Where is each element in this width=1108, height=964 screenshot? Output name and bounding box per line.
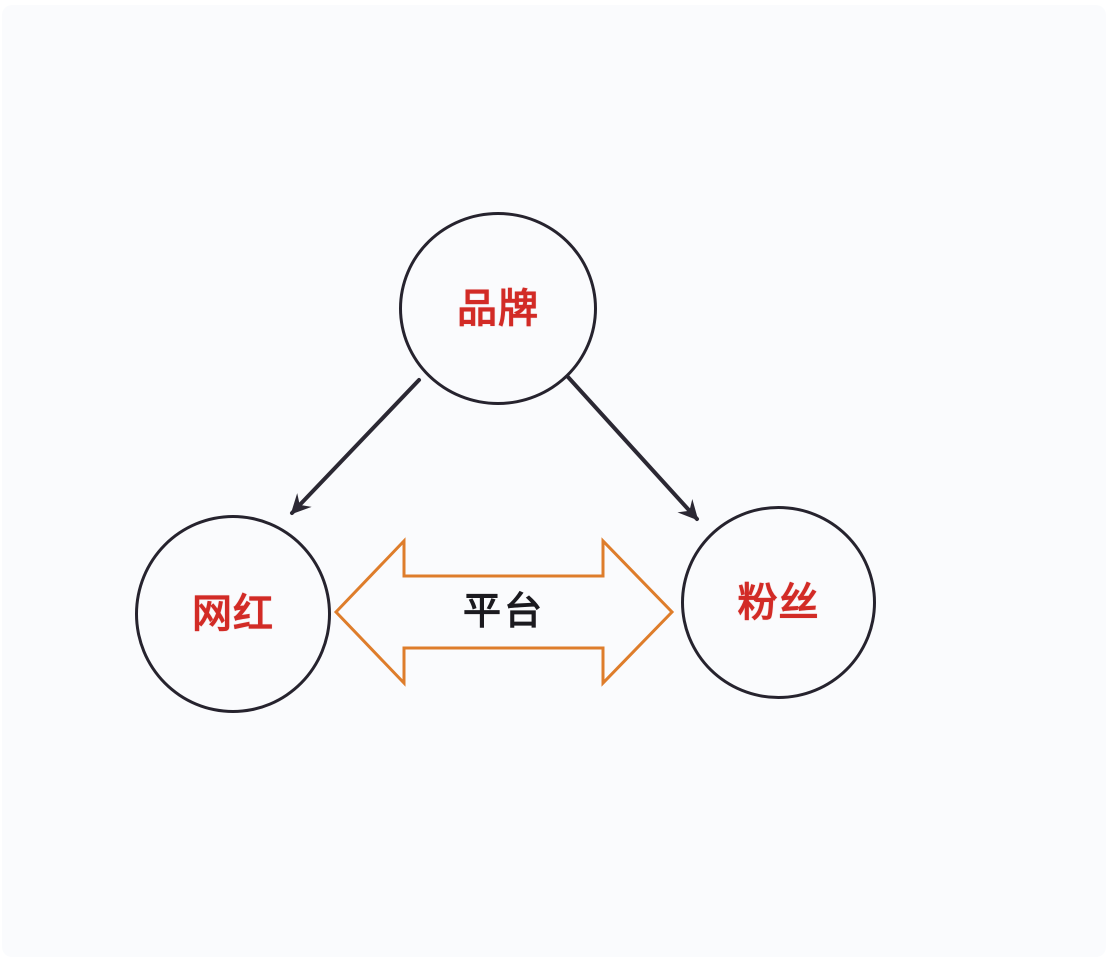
edge-brand-to-influencer — [290, 378, 421, 515]
node-fans: 粉丝 — [681, 506, 876, 699]
platform-connector-label: 平台 — [462, 591, 545, 633]
node-influencer: 网红 — [135, 515, 331, 713]
diagram-canvas: 品牌 网红 粉丝 平台 — [2, 5, 1106, 957]
node-fans-label: 粉丝 — [737, 580, 820, 625]
edge-brand-to-fans — [566, 375, 699, 521]
edges-layer — [290, 375, 699, 687]
node-brand-label: 品牌 — [457, 286, 539, 331]
node-brand: 品牌 — [399, 212, 597, 405]
node-influencer-label: 网红 — [192, 592, 274, 636]
